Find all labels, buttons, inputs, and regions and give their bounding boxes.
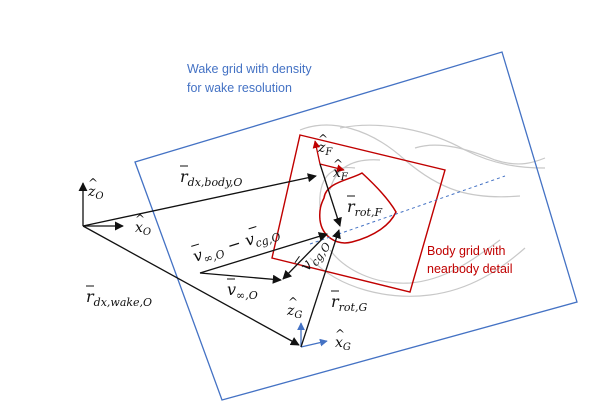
streamline [329, 239, 501, 284]
r-dx-wake-label: rdx,wake,O [86, 285, 152, 309]
r-rot-f-label: rrot,F [347, 195, 382, 219]
body-grid-caption-line2: nearbody detail [427, 262, 512, 276]
frame-o-x-label: xO [135, 220, 151, 238]
svg-text:rrot,G: rrot,G [331, 292, 367, 314]
v-diff-vector [199, 272, 282, 284]
svg-text:v∞,O − vcg,O: v∞,O − vcg,O [191, 222, 283, 269]
streamline [339, 124, 546, 169]
wake-grid-caption-line1: Wake grid with density [187, 62, 312, 76]
body-grid-caption-line1: Body grid with [427, 244, 506, 258]
svg-text:rdx,body,O: rdx,body,O [180, 167, 242, 189]
r-dx-body-label: rdx,body,O [180, 165, 242, 189]
wake-grid-boundary [134, 51, 578, 401]
body-grid-boundary [271, 134, 446, 293]
r-rot-g-label: rrot,G [331, 290, 367, 314]
frame-g-x-axis [300, 338, 328, 348]
svg-text:vcg,O: vcg,O [296, 235, 334, 276]
frame-f-x-label: xF [333, 165, 349, 183]
v-inf-label: v∞,O [227, 278, 258, 302]
frame-g-x-hat: ^ [335, 327, 345, 341]
frame-f-z-axis [312, 140, 321, 165]
frame-o-z-label: zO [87, 184, 104, 202]
frame-o-z-hat: ^ [88, 176, 98, 190]
v-cg-label: vcg,O [294, 235, 334, 276]
streamline [414, 144, 546, 165]
frame-f-x-hat: ^ [333, 157, 343, 171]
frame-f-x-axis [319, 163, 345, 173]
frame-o-x-hat: ^ [135, 212, 145, 226]
wake-grid-caption-line2: for wake resolution [187, 81, 292, 95]
frame-g-z-hat: ^ [288, 295, 298, 309]
v-diff-label: v∞,O − vcg,O [191, 222, 283, 269]
body-shape [319, 172, 397, 244]
r-rot-g-vector [300, 229, 341, 348]
r-dx-wake-vector [82, 225, 300, 346]
body-axis-dashed [309, 175, 506, 245]
v-cg-vector [282, 233, 328, 280]
svg-text:rrot,F: rrot,F [347, 197, 382, 219]
streamline [329, 159, 381, 191]
streamline [309, 247, 526, 297]
r-rot-f-vector [319, 163, 342, 227]
frame-f-z-hat: ^ [318, 132, 328, 146]
svg-text:v∞,O: v∞,O [227, 280, 258, 302]
streamline [319, 166, 356, 209]
frame-g-x-label: xG [335, 335, 351, 353]
svg-text:rdx,wake,O: rdx,wake,O [86, 287, 152, 309]
frame-g-z-label: zG [286, 303, 302, 321]
frame-f-z-label: zF [317, 140, 333, 158]
r-dx-body-vector [82, 173, 317, 227]
v-inf-vector [199, 232, 328, 274]
